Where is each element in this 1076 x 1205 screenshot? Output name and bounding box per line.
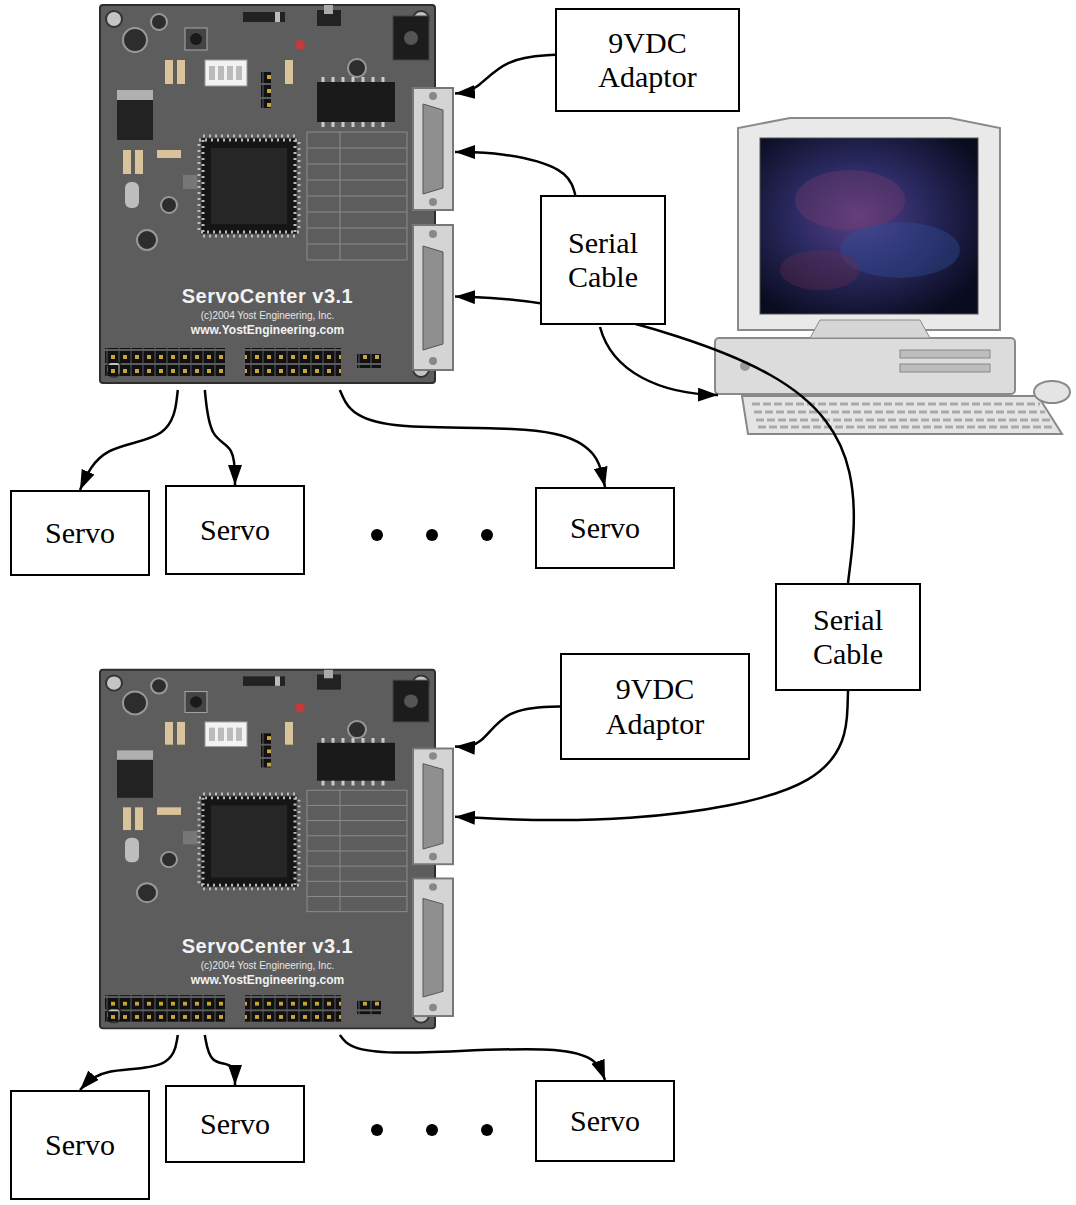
drawing-part <box>371 1124 383 1136</box>
drawing-part <box>780 250 860 290</box>
silkscreen-text: ServoCenter v3.1(c)2004 Yost Engineering… <box>100 283 435 338</box>
controller-board: ServoCenter v3.1(c)2004 Yost Engineering… <box>95 665 455 1035</box>
label-box: Serial Cable <box>540 195 666 325</box>
board-label: ServoCenter v3.1 <box>100 933 435 959</box>
board-label: www.YostEngineering.com <box>100 972 435 988</box>
board-picture <box>100 670 453 1029</box>
drawing-part <box>742 396 1062 434</box>
box-label: Serial Cable <box>552 226 654 295</box>
drawing-part <box>426 529 438 541</box>
label-box: Servo <box>535 487 675 569</box>
label-box: 9VDC Adaptor <box>555 8 740 112</box>
board-picture <box>100 5 453 383</box>
box-label: Servo <box>200 513 270 548</box>
connector-arrow <box>340 390 605 487</box>
drawing-part <box>900 364 990 372</box>
drawing-part <box>371 529 383 541</box>
box-label: Servo <box>45 516 115 551</box>
label-box: Servo <box>10 1090 150 1200</box>
drawing-part <box>810 320 930 338</box>
drawing-part <box>715 338 1015 394</box>
cable-arrow <box>600 327 718 395</box>
label-box: Serial Cable <box>775 583 921 691</box>
computer-illustration <box>715 118 1070 434</box>
connector-arrow <box>340 1035 605 1080</box>
drawing-part <box>795 170 905 230</box>
connector-arrow <box>80 390 178 490</box>
board-label: (c)2004 Yost Engineering, Inc. <box>100 959 435 972</box>
connector-arrow <box>205 390 235 485</box>
drawing-part <box>752 404 1054 427</box>
drawing-part <box>738 118 1000 330</box>
label-box: Servo <box>10 490 150 576</box>
box-label: Servo <box>570 511 640 546</box>
controller-board: ServoCenter v3.1(c)2004 Yost Engineering… <box>95 0 455 390</box>
drawing-part <box>1034 381 1070 403</box>
label-box: Servo <box>535 1080 675 1162</box>
connector-arrow <box>455 55 555 94</box>
box-label: Servo <box>45 1128 115 1163</box>
connector-arrow <box>455 152 575 195</box>
drawing-part <box>760 138 978 314</box>
drawing-part <box>481 1124 493 1136</box>
board-label: ServoCenter v3.1 <box>100 283 435 309</box>
box-label: Servo <box>570 1104 640 1139</box>
drawing-part <box>481 529 493 541</box>
drawing-part <box>900 350 990 358</box>
connector-arrow <box>205 1035 235 1085</box>
board-label: (c)2004 Yost Engineering, Inc. <box>100 309 435 322</box>
board-label: www.YostEngineering.com <box>100 322 435 338</box>
silkscreen-text: ServoCenter v3.1(c)2004 Yost Engineering… <box>100 933 435 988</box>
connector-arrow <box>80 1035 178 1090</box>
box-label: 9VDC Adaptor <box>588 672 722 741</box>
box-label: Serial Cable <box>795 603 901 672</box>
label-box: 9VDC Adaptor <box>560 653 750 760</box>
box-label: 9VDC Adaptor <box>581 26 714 95</box>
connector-arrow <box>455 707 560 747</box>
label-box: Servo <box>165 1085 305 1163</box>
box-label: Servo <box>200 1107 270 1142</box>
drawing-part <box>426 1124 438 1136</box>
label-box: Servo <box>165 485 305 575</box>
connector-arrow <box>455 296 854 583</box>
